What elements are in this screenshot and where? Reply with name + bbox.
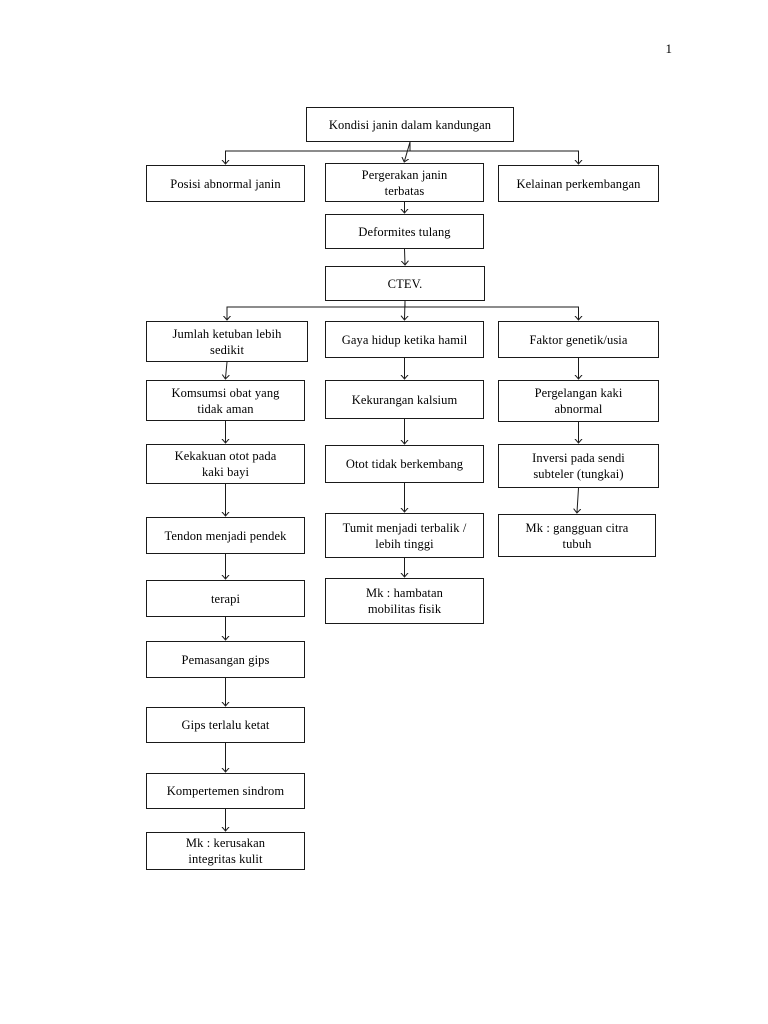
flowchart-node-label: Gaya hidup ketika hamil <box>341 332 468 347</box>
flowchart-edge-n6-to-n9 <box>404 301 579 319</box>
flowchart-node-label: Kompertemen sindrom <box>166 784 285 798</box>
flowchart-node-label: Inversi pada sendi subteler (tungkai) <box>532 451 625 481</box>
flowchart-edge-n1-to-n4 <box>409 142 579 163</box>
flowchart-node-label: Pergelangan kaki abnormal <box>534 386 623 416</box>
flowchart-node-n24: Mk : kerusakan integritas kulit <box>146 832 305 870</box>
flowchart-node-n13: Kekakuan otot pada kaki bayi <box>146 444 305 484</box>
flowchart-node-label: Mk : gangguan citra tubuh <box>525 520 629 551</box>
flowchart-node-n23: Kompertemen sindrom <box>146 773 305 809</box>
flowchart-edge-n6-to-n8 <box>405 300 406 319</box>
flowchart-node-label: Kondisi janin dalam kandungan <box>328 117 492 132</box>
flowchart-node-label: Faktor genetik/usia <box>529 332 628 347</box>
flowchart-node-n21: Pemasangan gips <box>146 641 305 678</box>
flowchart-node-label: Posisi abnormal janin <box>170 176 281 191</box>
flowchart-node-n18: Mk : gangguan citra tubuh <box>498 514 656 557</box>
flowchart-node-n4: Kelainan perkembangan <box>498 165 659 202</box>
flowchart-node-n8: Gaya hidup ketika hamil <box>325 321 484 358</box>
flowchart-node-n15: Inversi pada sendi subteler (tungkai) <box>498 444 659 488</box>
flowchart-node-label: Tendon menjadi pendek <box>164 528 287 543</box>
flowchart-node-label: CTEV. <box>387 276 423 291</box>
flowchart-node-label: Jumlah ketuban lebih sedikit <box>172 326 282 357</box>
flowchart-node-label: Pemasangan gips <box>181 652 270 667</box>
flowchart-node-n14: Otot tidak berkembang <box>325 445 484 483</box>
flowchart-node-n6: CTEV. <box>325 266 485 301</box>
flowchart-node-label: Mk : hambatan mobilitas fisik <box>366 586 443 616</box>
flowchart-edge-n6-to-n7 <box>227 301 406 319</box>
flowchart-node-label: Otot tidak berkembang <box>345 457 464 471</box>
flowchart-node-n12: Pergelangan kaki abnormal <box>498 380 659 422</box>
flowchart-node-n3: Pergerakan janin terbatas <box>325 163 484 202</box>
flowchart-node-label: Komsumsi obat yang tidak aman <box>171 385 280 416</box>
flowchart-node-n22: Gips terlalu ketat <box>146 707 305 743</box>
flowchart-node-n9: Faktor genetik/usia <box>498 321 659 358</box>
flowchart-node-n19: terapi <box>146 580 305 617</box>
flowchart-node-n17: Tumit menjadi terbalik / lebih tinggi <box>325 513 484 558</box>
flowchart-node-n1: Kondisi janin dalam kandungan <box>306 107 514 142</box>
flowchart-edge-n5-to-n6 <box>405 248 406 264</box>
flowchart-node-label: Kelainan perkembangan <box>516 176 641 191</box>
flowchart-node-label: Kekurangan kalsium <box>351 392 458 407</box>
flowchart-node-n11: Kekurangan kalsium <box>325 380 484 419</box>
page-number: 1 <box>665 41 673 56</box>
flowchart-node-label: Tumit menjadi terbalik / lebih tinggi <box>342 520 467 551</box>
flowchart-node-n2: Posisi abnormal janin <box>146 165 305 202</box>
flowchart-node-label: Mk : kerusakan integritas kulit <box>185 836 266 866</box>
flowchart-node-n5: Deformites tulang <box>325 214 484 249</box>
flowchart-node-label: Gips terlalu ketat <box>181 718 270 732</box>
flowchart-edge-n1-to-n2 <box>226 142 411 163</box>
flowchart-node-label: Kekakuan otot pada kaki bayi <box>174 449 277 479</box>
flowchart-node-n7: Jumlah ketuban lebih sedikit <box>146 321 308 362</box>
flowchart-node-label: Pergerakan janin terbatas <box>361 167 448 198</box>
flowchart-node-n10: Komsumsi obat yang tidak aman <box>146 380 305 421</box>
flowchart-edge-n7-to-n10 <box>226 361 228 378</box>
flowchart-node-n16: Tendon menjadi pendek <box>146 517 305 554</box>
flowchart-edge-n15-to-n18 <box>577 487 579 512</box>
flowchart-node-n20: Mk : hambatan mobilitas fisik <box>325 578 484 624</box>
flowchart-edge-n1-to-n3 <box>405 141 411 161</box>
flowchart-node-label: Deformites tulang <box>358 224 451 239</box>
flowchart-node-label: terapi <box>210 591 241 606</box>
